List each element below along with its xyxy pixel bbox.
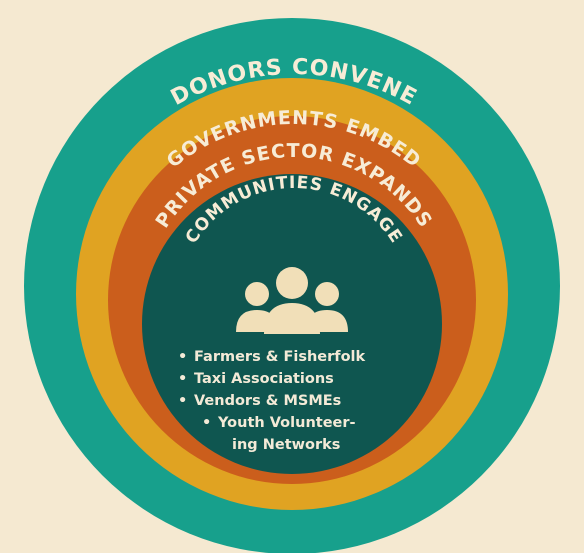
sub-bullet-line-1: Youth Volunteer- xyxy=(218,415,356,431)
people-group-icon xyxy=(236,267,348,334)
list-item-sub: Youth Volunteer- ing Networks xyxy=(202,412,388,456)
list-item: Farmers & Fisherfolk xyxy=(178,346,418,368)
list-item: Taxi Associations xyxy=(178,368,418,390)
sub-bullet-line-2: ing Networks xyxy=(232,437,341,453)
list-item: Vendors & MSMEs xyxy=(178,390,418,412)
community-bullet-list: Farmers & Fisherfolk Taxi Associations V… xyxy=(178,346,418,456)
